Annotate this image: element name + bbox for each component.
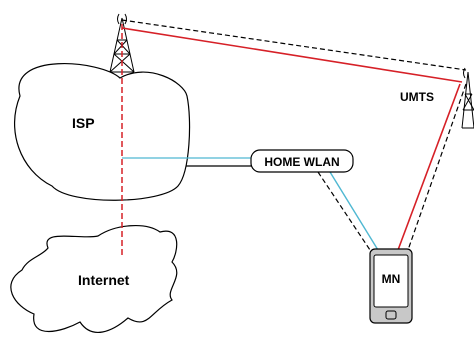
home-wlan-label: HOME WLAN — [264, 155, 339, 169]
umts-mn-red-link — [397, 83, 461, 251]
wlan-mn-cyan-link — [329, 171, 379, 251]
umts-mn-dashed-link — [407, 83, 467, 251]
mobile-node-phone-icon — [369, 248, 413, 324]
tower-backhaul-dashed-link — [121, 19, 467, 71]
isp-label: ISP — [72, 115, 95, 131]
internet-label: Internet — [78, 272, 130, 288]
wlan-mn-dashed-link — [317, 171, 371, 251]
umts-label: UMTS — [400, 90, 434, 104]
isp-cloud — [13, 62, 191, 201]
mn-label: MN — [382, 272, 401, 286]
home-wlan-router — [250, 149, 354, 173]
internet-cloud — [10, 225, 178, 333]
tower-backhaul-red-link — [121, 27, 463, 83]
cell-tower-2-icon — [461, 67, 474, 129]
